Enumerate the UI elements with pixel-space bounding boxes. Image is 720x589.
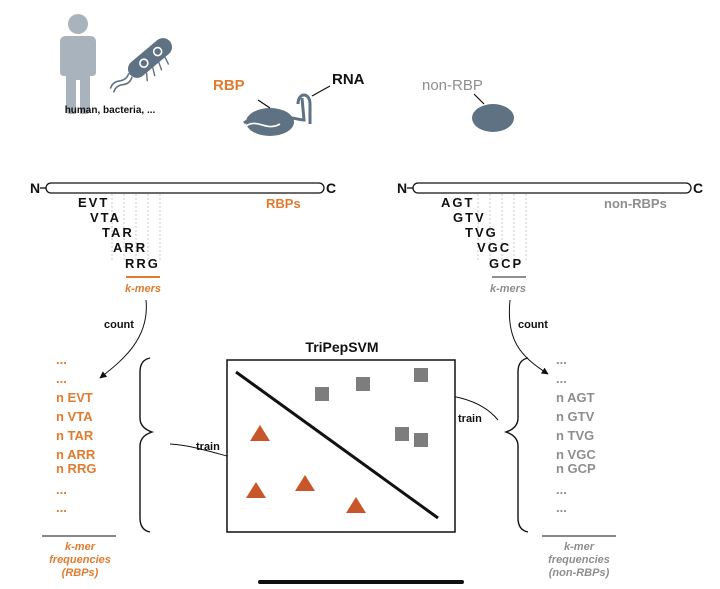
organisms-caption: human, bacteria, ... <box>65 105 156 116</box>
left-freq-3: n EVT <box>56 390 93 405</box>
rbp-pointer-line <box>257 99 271 109</box>
left-freq-5: n TAR <box>56 428 94 443</box>
square-marker <box>395 427 409 441</box>
rna-pointer-line <box>311 85 331 97</box>
right-caption-line-3: (non-RBPs) <box>549 567 610 579</box>
right-brace <box>503 357 529 533</box>
left-kmer-3: TAR <box>102 225 134 240</box>
left-caption-line-1: k-mer <box>65 541 96 553</box>
left-kmer-5: RRG <box>125 256 160 271</box>
rna-label: RNA <box>332 71 365 88</box>
right-train-label: train <box>458 413 482 425</box>
right-set-label: non-RBPs <box>604 196 667 211</box>
right-count-arrow <box>508 299 549 375</box>
non-rbp-label: non-RBP <box>422 77 483 94</box>
left-kmer-2: VTA <box>90 210 121 225</box>
right-c-terminus: C <box>693 180 703 196</box>
triangle-marker <box>250 425 270 441</box>
classifier-title: TriPepSVM <box>305 339 378 355</box>
right-kmers-label: k-mers <box>490 283 526 295</box>
left-freq-9: ... <box>56 500 67 515</box>
left-freq-7: n RRG <box>56 461 96 476</box>
left-count-arrow <box>99 299 147 379</box>
left-freq-4: n VTA <box>56 409 93 424</box>
right-freq-2: ... <box>556 371 567 386</box>
triangle-marker <box>246 482 266 498</box>
right-freq-9: ... <box>556 500 567 515</box>
right-freq-3: n AGT <box>556 390 595 405</box>
triangle-marker <box>346 497 366 513</box>
left-freq-1: ... <box>56 352 67 367</box>
left-n-terminus: N <box>30 180 40 196</box>
svm-decision-boundary <box>235 370 439 520</box>
right-frequency-list: ... ... n AGT n GTV n TVG n VGC n GCP ..… <box>556 352 596 515</box>
non-rbp-pointer-line <box>473 93 485 105</box>
right-freq-4: n GTV <box>556 409 595 424</box>
left-freq-6: n ARR <box>56 447 96 462</box>
left-kmer-4: ARR <box>113 240 147 255</box>
right-protein-chain <box>412 182 692 194</box>
right-kmer-4: VGC <box>477 240 511 255</box>
left-train-label: train <box>196 441 220 453</box>
left-caption-line-3: (RBPs) <box>62 567 99 579</box>
right-kmer-2: GTV <box>453 210 486 225</box>
left-kmer-1: EVT <box>78 195 109 210</box>
rbp-label: RBP <box>213 77 245 94</box>
left-c-terminus: C <box>326 180 336 196</box>
left-kmer-guides <box>111 194 161 262</box>
right-caption-line-1: k-mer <box>564 541 595 553</box>
square-marker <box>414 368 428 382</box>
square-marker <box>414 433 428 447</box>
right-n-terminus: N <box>397 180 407 196</box>
right-kmer-5: GCP <box>489 256 523 271</box>
right-freq-8: ... <box>556 482 567 497</box>
rbp-rna-complex-icon <box>243 93 312 136</box>
left-caption-line-2: frequencies <box>49 554 111 566</box>
bacterium-icon <box>109 38 173 93</box>
right-freq-1: ... <box>556 352 567 367</box>
left-protein-chain <box>45 182 325 194</box>
right-caption-line-2: frequencies <box>548 554 610 566</box>
right-count-label: count <box>518 319 548 331</box>
right-freq-7: n GCP <box>556 461 596 476</box>
non-rbp-samples <box>315 368 428 447</box>
right-freq-6: n VGC <box>556 447 596 462</box>
human-figure-icon <box>60 14 96 114</box>
triangle-marker <box>295 475 315 491</box>
left-brace <box>139 357 155 533</box>
left-set-label: RBPs <box>266 196 301 211</box>
home-indicator-bar <box>258 580 464 584</box>
right-kmer-guides <box>477 194 527 262</box>
non-rbp-blob-icon <box>472 104 514 132</box>
rbp-samples <box>246 425 366 513</box>
left-count-label: count <box>104 319 134 331</box>
right-kmer-1: AGT <box>441 195 474 210</box>
left-freq-2: ... <box>56 371 67 386</box>
left-freq-8: ... <box>56 482 67 497</box>
left-frequency-list: ... ... n EVT n VTA n TAR n ARR n RRG ..… <box>56 352 96 515</box>
right-freq-5: n TVG <box>556 428 594 443</box>
right-kmer-3: TVG <box>465 225 498 240</box>
square-marker <box>315 387 329 401</box>
square-marker <box>356 377 370 391</box>
left-kmers-label: k-mers <box>125 283 161 295</box>
